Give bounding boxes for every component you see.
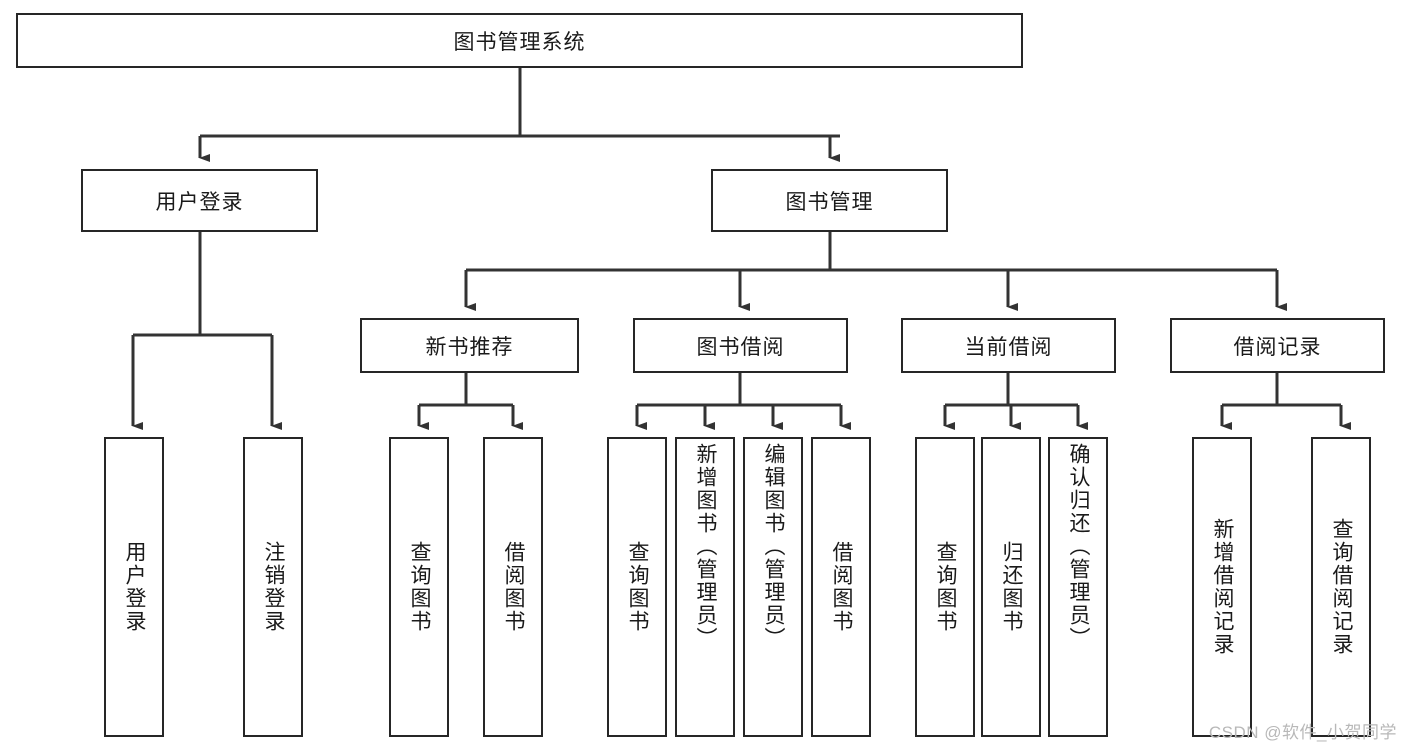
node-leaf-borrow-book-1-label: 借阅图书 (502, 541, 526, 633)
node-user-login[interactable]: 用户登录 (81, 169, 318, 232)
node-leaf-query-book-2-label: 查询图书 (626, 541, 650, 633)
node-leaf-query-book-1-label: 查询图书 (408, 541, 432, 633)
node-leaf-edit-book-label: 编辑图书（管理员） (762, 443, 786, 650)
node-new-book-recommend[interactable]: 新书推荐 (360, 318, 579, 373)
node-leaf-user-login[interactable]: 用户登录 (104, 437, 164, 737)
node-current-borrow-label: 当前借阅 (964, 335, 1053, 359)
node-leaf-query-record[interactable]: 查询借阅记录 (1311, 437, 1371, 737)
node-leaf-add-record-label: 新增借阅记录 (1211, 518, 1235, 656)
node-current-borrow[interactable]: 当前借阅 (901, 318, 1116, 373)
node-leaf-borrow-book-2-label: 借阅图书 (830, 541, 854, 633)
node-leaf-confirm-return[interactable]: 确认归还（管理员） (1048, 437, 1108, 737)
node-book-management-label: 图书管理 (785, 190, 874, 214)
node-leaf-query-book-3-label: 查询图书 (934, 541, 958, 633)
node-user-login-label: 用户登录 (155, 190, 244, 214)
node-leaf-add-record[interactable]: 新增借阅记录 (1192, 437, 1252, 737)
node-leaf-add-book-label: 新增图书（管理员） (694, 443, 718, 650)
node-leaf-user-logout[interactable]: 注销登录 (243, 437, 303, 737)
node-book-borrow[interactable]: 图书借阅 (633, 318, 848, 373)
node-root-label: 图书管理系统 (453, 30, 586, 54)
node-leaf-query-book-1[interactable]: 查询图书 (389, 437, 449, 737)
node-leaf-query-record-label: 查询借阅记录 (1330, 518, 1354, 656)
node-borrow-record-label: 借阅记录 (1233, 335, 1322, 359)
node-leaf-borrow-book-2[interactable]: 借阅图书 (811, 437, 871, 737)
node-book-borrow-label: 图书借阅 (696, 335, 785, 359)
node-leaf-borrow-book-1[interactable]: 借阅图书 (483, 437, 543, 737)
node-book-management[interactable]: 图书管理 (711, 169, 948, 232)
node-leaf-query-book-2[interactable]: 查询图书 (607, 437, 667, 737)
node-leaf-return-book-label: 归还图书 (1000, 541, 1024, 633)
node-leaf-confirm-return-label: 确认归还（管理员） (1067, 443, 1091, 650)
node-leaf-add-book[interactable]: 新增图书（管理员） (675, 437, 735, 737)
csdn-watermark: CSDN @软件_小贺同学 (1208, 723, 1397, 742)
node-leaf-edit-book[interactable]: 编辑图书（管理员） (743, 437, 803, 737)
node-borrow-record[interactable]: 借阅记录 (1170, 318, 1385, 373)
node-root[interactable]: 图书管理系统 (16, 13, 1023, 68)
node-leaf-user-logout-label: 注销登录 (262, 541, 286, 633)
node-leaf-return-book[interactable]: 归还图书 (981, 437, 1041, 737)
node-new-book-recommend-label: 新书推荐 (425, 335, 514, 359)
node-leaf-query-book-3[interactable]: 查询图书 (915, 437, 975, 737)
node-leaf-user-login-label: 用户登录 (123, 541, 147, 633)
